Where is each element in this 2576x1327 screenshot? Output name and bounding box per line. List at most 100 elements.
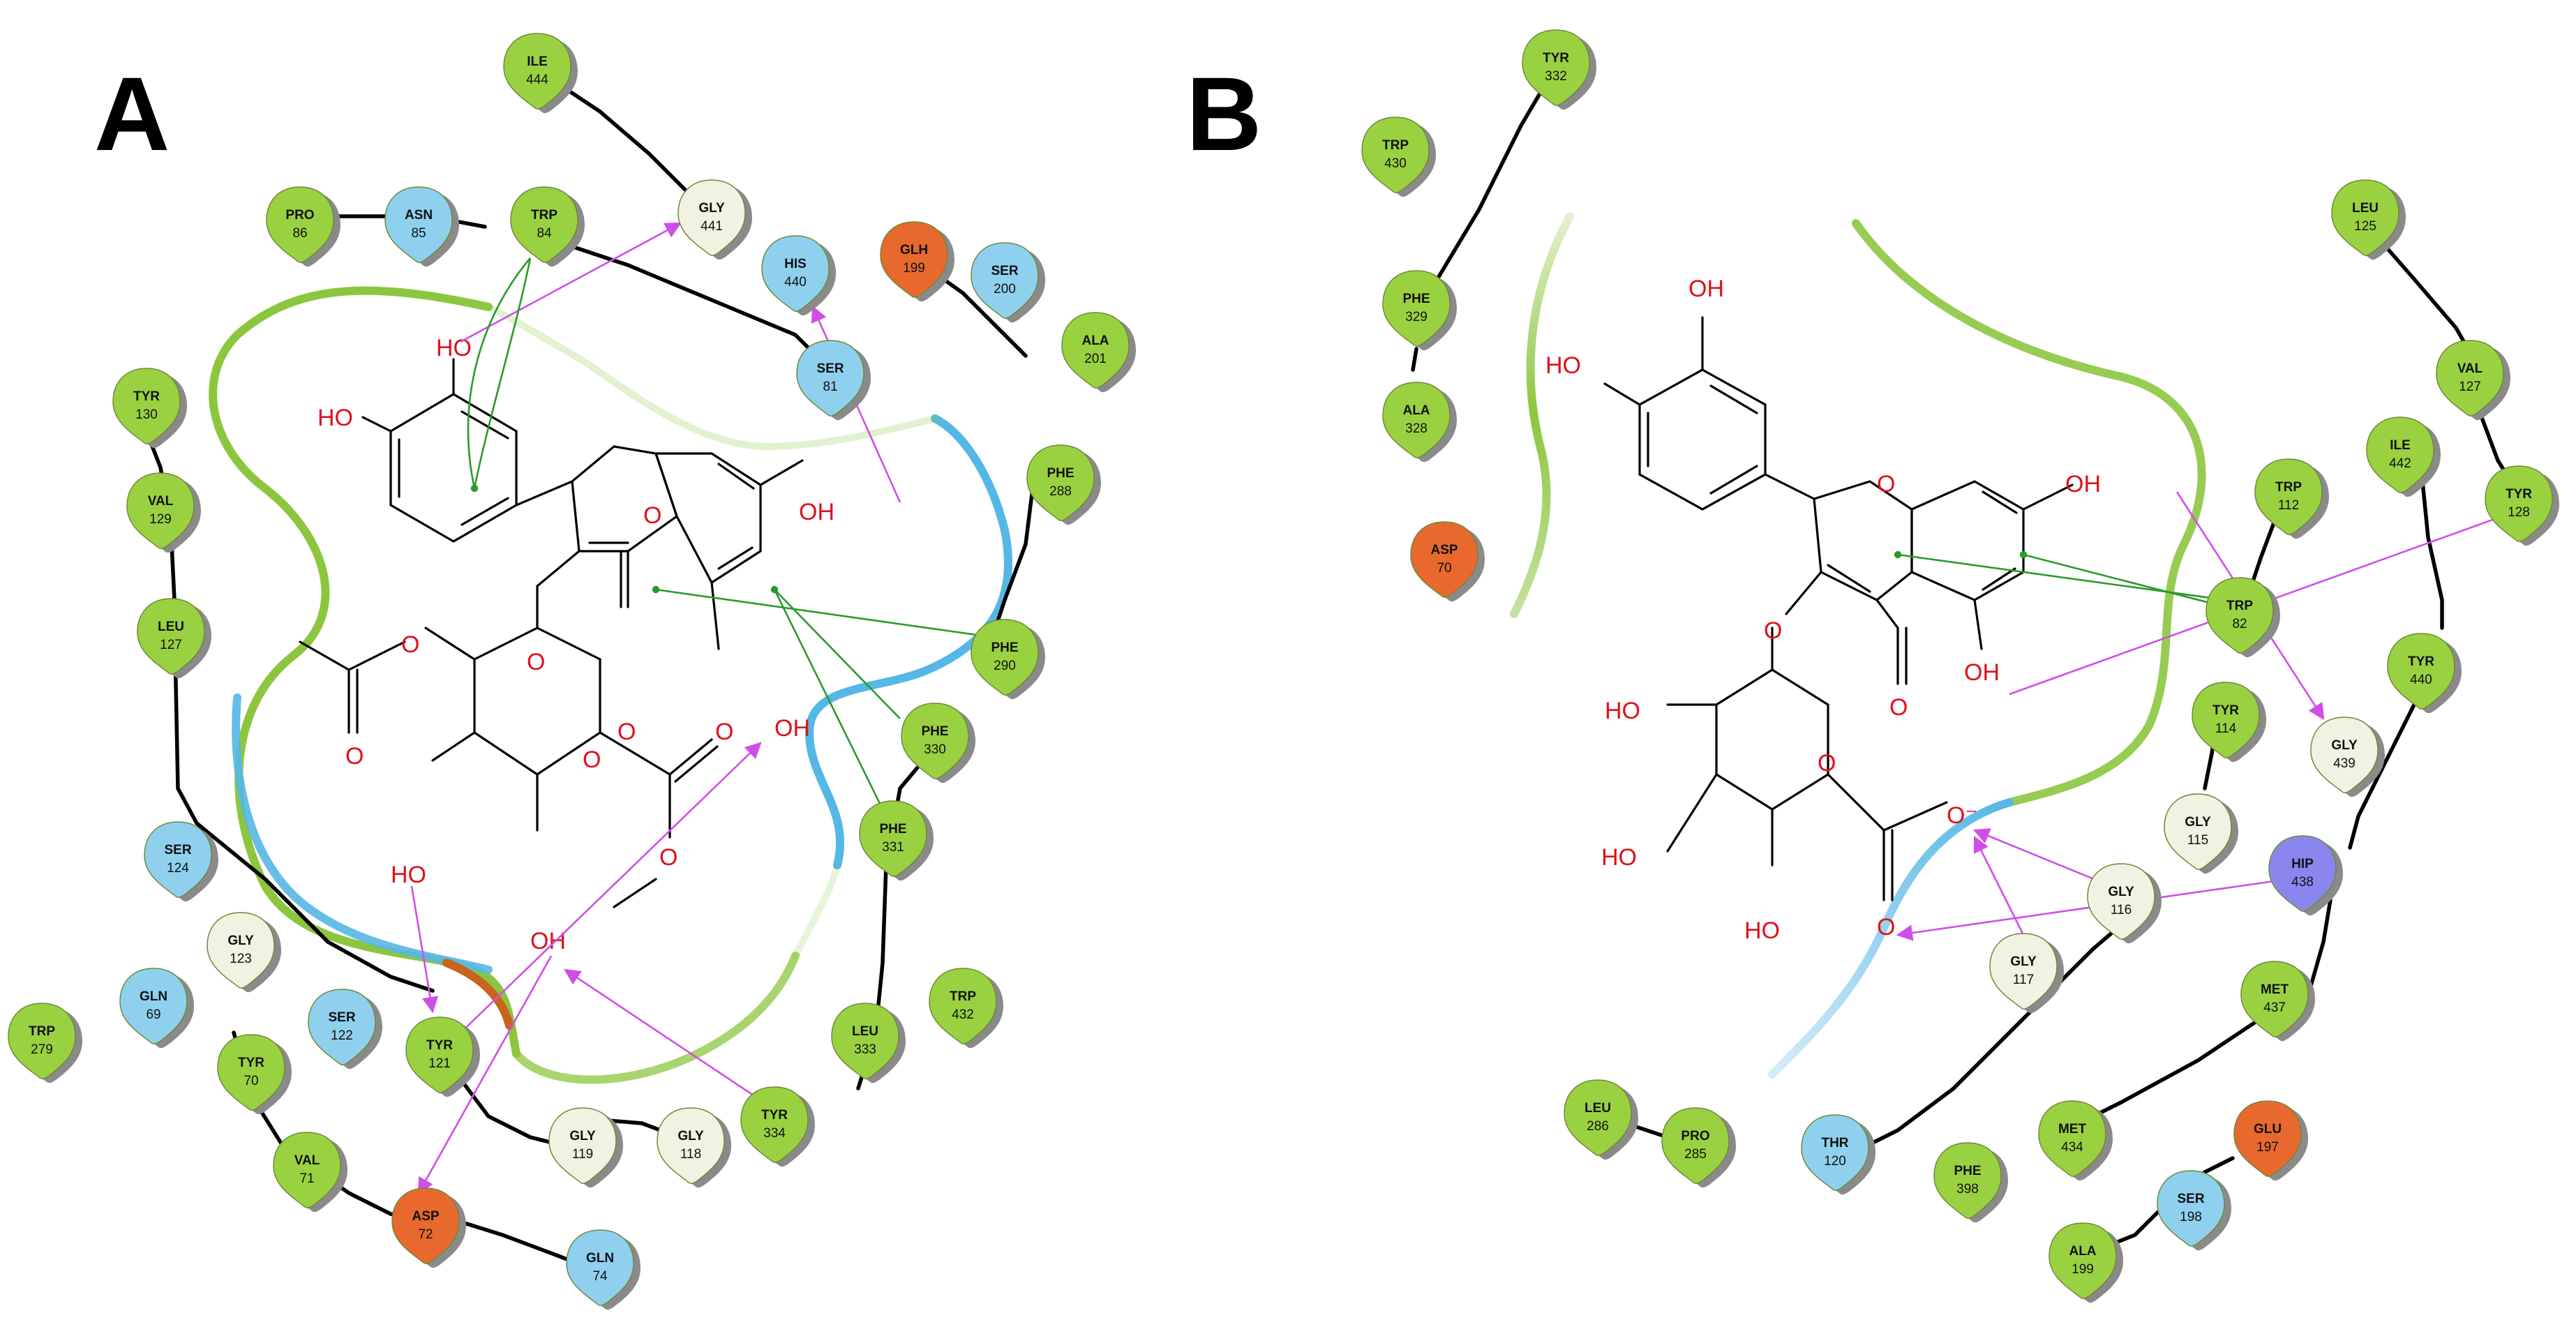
residue-name: ALA (1402, 403, 1430, 418)
residue-marker (207, 912, 275, 989)
residue-name: TRP (531, 208, 557, 223)
residue-name: TRP (2275, 480, 2302, 495)
atom-label: OH (530, 928, 566, 954)
residue-name: GLY (2331, 738, 2358, 753)
residue-marker (1026, 444, 1095, 521)
residue-marker (677, 179, 746, 256)
residue-name: ILE (2390, 438, 2411, 453)
panel-a-pocket (209, 286, 1013, 1084)
residue-number: 86 (292, 226, 307, 241)
residue-marker (503, 33, 571, 110)
residue-marker (144, 821, 212, 898)
residue-number: 430 (1384, 156, 1407, 171)
residue-number: 74 (592, 1269, 608, 1284)
atom-label: O⁻ (1947, 802, 1977, 829)
residue-marker (2366, 417, 2434, 493)
residue-name: SER (164, 843, 191, 857)
residue-number: 123 (230, 952, 252, 966)
residue-marker (2331, 179, 2399, 256)
residue-number: 197 (2256, 1140, 2279, 1155)
residue-name: ASP (412, 1209, 439, 1224)
residue-name: TYR (426, 1038, 453, 1053)
residue-marker (929, 968, 997, 1044)
residue-number: 440 (2410, 673, 2432, 687)
residue-name: ALA (2069, 1244, 2096, 1259)
panel-b-ligand: OH HO OH OH HO HO HO HO O O O O O O⁻ O (1545, 276, 2101, 944)
residue-marker (740, 1086, 809, 1163)
residue-number: 72 (418, 1227, 433, 1242)
residue-name: TYR (1543, 51, 1569, 66)
residue-marker (1061, 312, 1130, 389)
residue-marker (266, 186, 334, 263)
atom-label: OH (774, 715, 810, 742)
residue-number: 120 (1824, 1154, 1846, 1169)
residue-name: PHE (991, 640, 1018, 655)
residue-name: THR (1821, 1136, 1848, 1150)
residue-marker (831, 1003, 899, 1079)
residue-marker (548, 1107, 617, 1184)
residue-name: LEU (852, 1024, 878, 1039)
residue-marker (566, 1229, 634, 1306)
residue-number: 329 (1405, 310, 1428, 324)
atom-label: O (1877, 471, 1895, 497)
residue-number: 70 (1437, 561, 1451, 576)
residue-marker (657, 1107, 725, 1184)
residue-marker (2192, 682, 2260, 758)
residue-marker (1361, 117, 1430, 193)
residue-marker (971, 619, 1039, 696)
panel-label-b: B (1186, 55, 1261, 172)
residue-marker (1661, 1107, 1730, 1184)
panel-b-pocket (1510, 212, 2206, 1079)
residue-name: GLY (698, 201, 725, 216)
residue-name: GLN (140, 989, 167, 1004)
atom-label: HO (1605, 698, 1640, 724)
atom-label: O (1889, 694, 1908, 721)
residue-number: 69 (146, 1007, 160, 1022)
residue-marker (1522, 29, 1590, 106)
residue-marker (217, 1034, 285, 1111)
residue-marker (273, 1132, 341, 1208)
residue-number: 122 (331, 1028, 353, 1043)
residue-number: 330 (924, 742, 946, 757)
residue-name: PHE (921, 724, 948, 739)
residue-name: TYR (133, 389, 160, 404)
residue-number: 130 (135, 407, 158, 422)
atom-label: O (659, 844, 677, 871)
residue-name: ASN (405, 208, 433, 223)
residue-number: 288 (1049, 484, 1072, 499)
residue-marker (2049, 1222, 2117, 1299)
residue-marker (2164, 793, 2232, 870)
atom-label: HO (1545, 352, 1581, 379)
residue-marker (971, 242, 1039, 319)
residue-marker (1382, 270, 1451, 347)
residue-marker (2387, 633, 2455, 710)
residue-marker (2038, 1100, 2106, 1177)
residue-number: 129 (149, 512, 172, 527)
atom-label: OH (1688, 276, 1724, 302)
